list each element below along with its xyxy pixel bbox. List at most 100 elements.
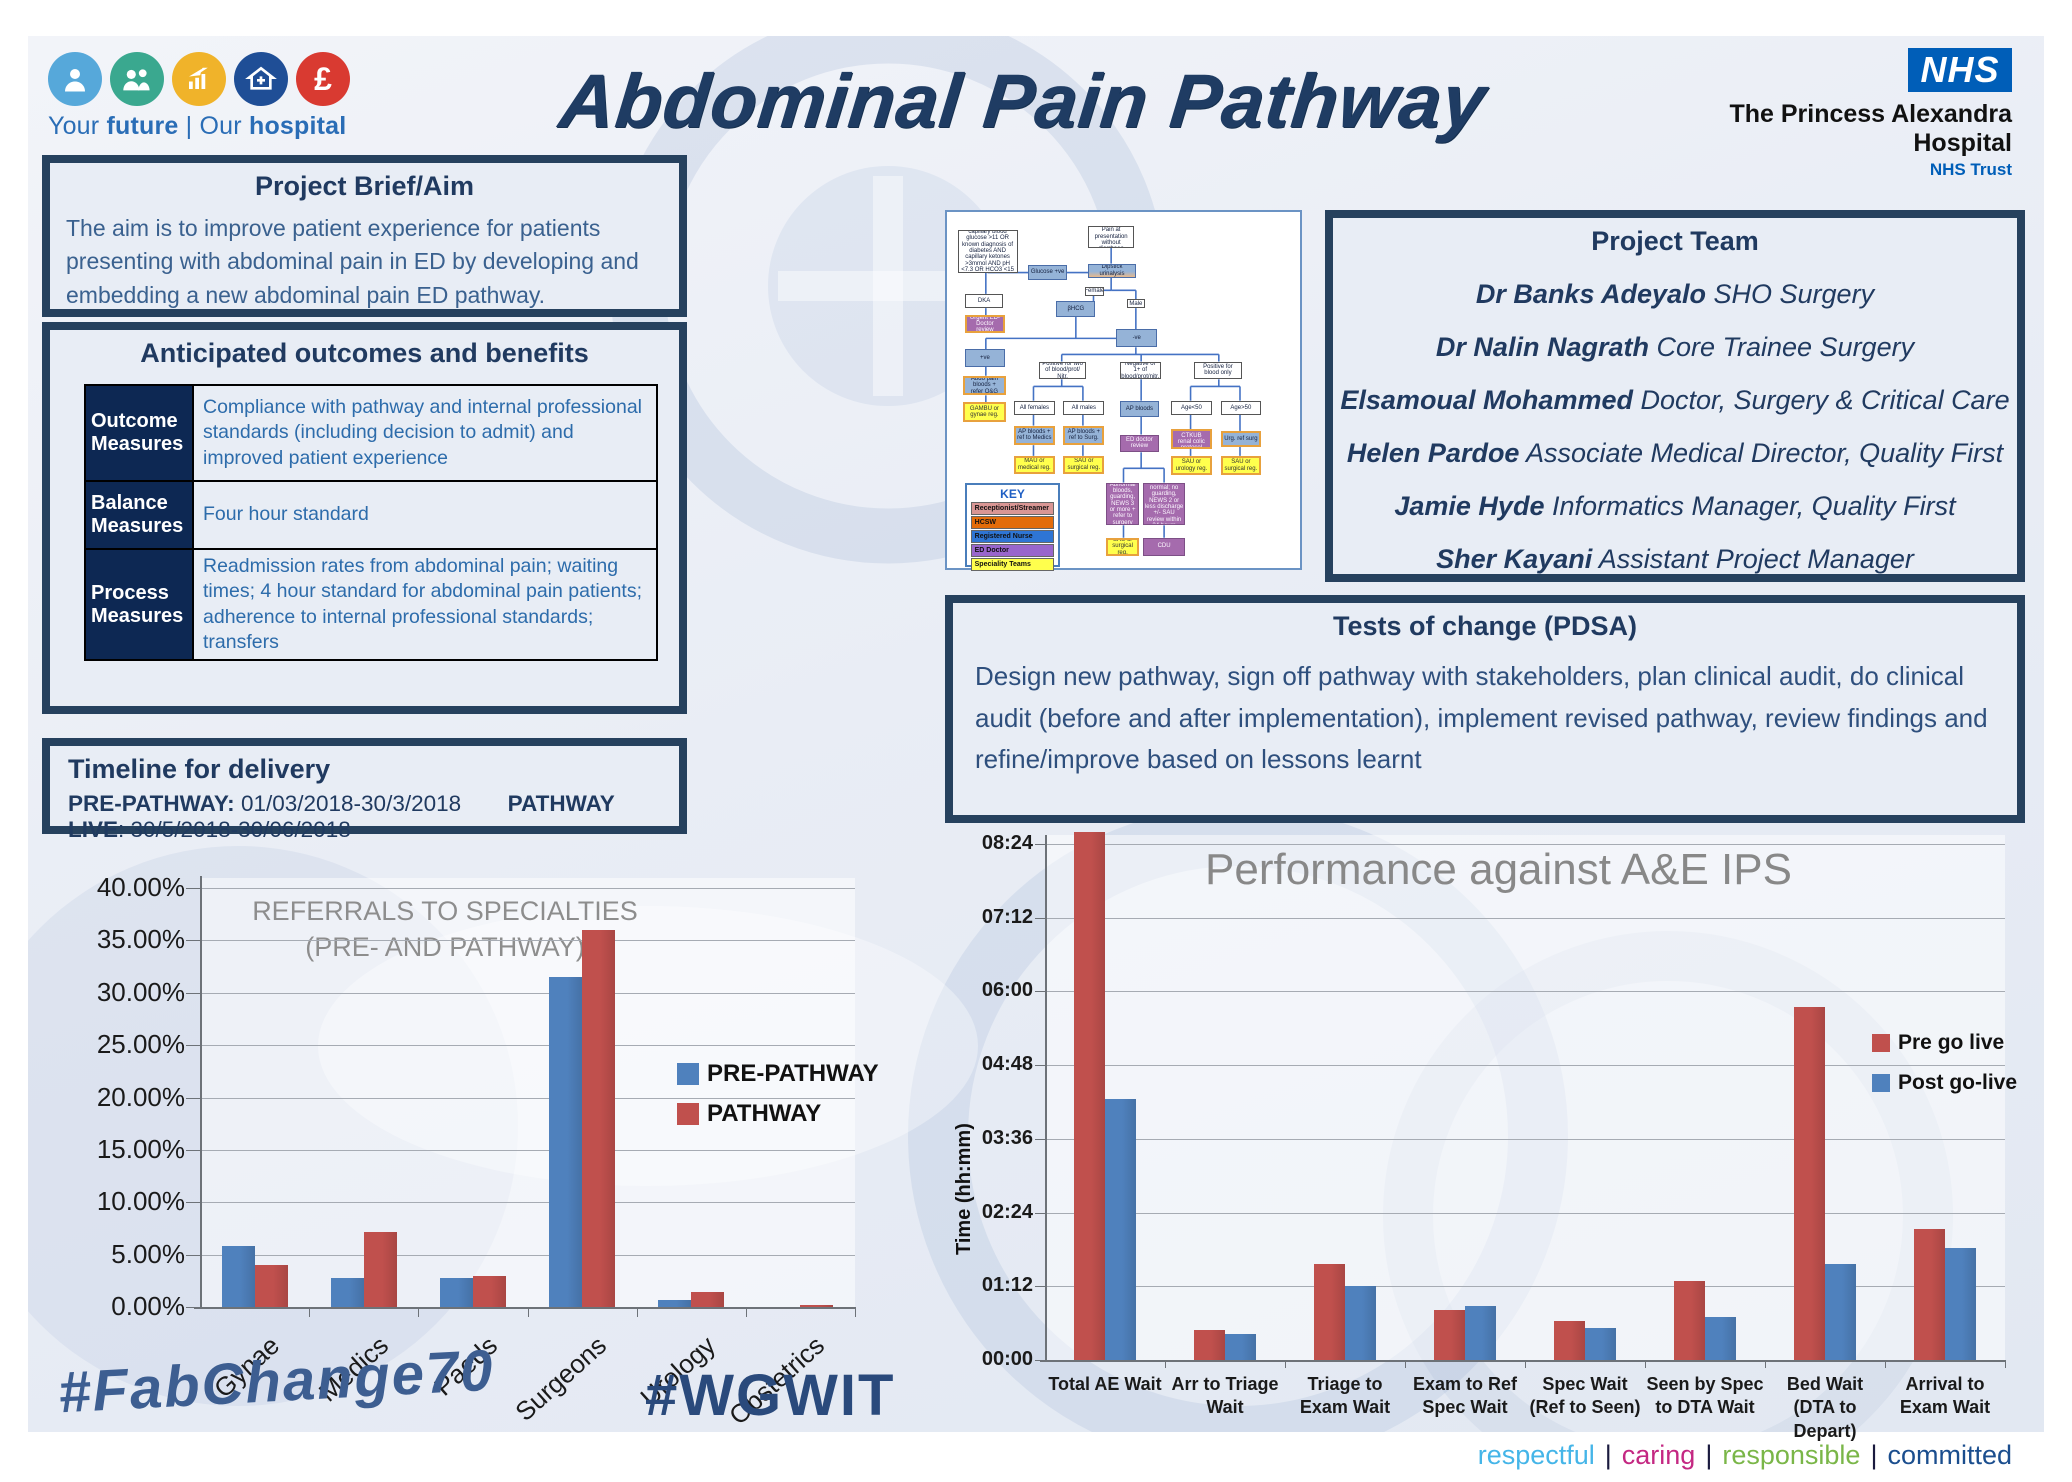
timeline-dates: PRE-PATHWAY: 01/03/2018-30/3/2018 PATHWA… <box>50 785 679 843</box>
project-brief-body: The aim is to improve patient experience… <box>66 215 639 308</box>
legend-swatch <box>677 1063 699 1085</box>
bar-post-go-live-3 <box>1465 1305 1496 1360</box>
team-member-name: Helen Pardoe <box>1346 438 1520 468</box>
tagline-hospital: hospital <box>248 112 347 140</box>
flowchart-node: MAU or medical reg. <box>1014 455 1055 474</box>
flowchart-node: ED doctor review <box>1119 434 1159 453</box>
legend-item-pre-pathway: PRE-PATHWAY <box>677 1060 879 1088</box>
flowchart-node: -ve <box>1116 329 1158 348</box>
referrals-chart: REFERRALS TO SPECIALTIES(PRE- AND PATHWA… <box>55 845 885 1431</box>
flowchart-key-row: Speciality Teams <box>970 557 1055 571</box>
x-axis-tick-mark <box>1165 1360 1166 1368</box>
pdsa-title: Tests of change (PDSA) <box>1332 611 1638 641</box>
x-axis-tick-mark <box>855 1307 856 1317</box>
trust-value-responsible: responsible <box>1722 1440 1861 1470</box>
x-axis-line <box>194 1307 855 1309</box>
nhs-org-line1: The Princess Alexandra <box>1729 100 2012 128</box>
project-brief-box: Project Brief/Aim The aim is to improve … <box>42 155 687 317</box>
y-axis-line <box>200 876 202 1307</box>
y-axis-tick-mark <box>1035 1212 1045 1214</box>
team-member-role: Doctor, Surgery & Critical Care <box>1632 385 2010 415</box>
pound-icon: £ <box>296 52 350 106</box>
y-axis-tick-mark <box>186 1097 200 1099</box>
y-axis-tick-mark <box>186 940 200 942</box>
y-axis-tick-label: 00:00 <box>981 1348 1033 1370</box>
flowchart-node: Urg. ref surg <box>1220 430 1262 447</box>
outcomes-title: Anticipated outcomes and benefits <box>140 338 589 368</box>
y-axis-tick-mark <box>1035 1065 1045 1067</box>
y-axis-tick-label: 40.00% <box>96 872 185 902</box>
x-axis-tick-mark <box>636 1307 638 1317</box>
x-axis-tick-mark <box>1885 1360 1886 1368</box>
flowchart-node: AP bloods <box>1119 400 1159 417</box>
flowchart-node: Glucose +ve <box>1028 265 1068 280</box>
gridline <box>200 940 855 942</box>
nhs-trust-label: NHS Trust <box>1929 160 2012 179</box>
flowchart-node: Age>50 <box>1220 400 1262 415</box>
timeline-pre-label: PRE-PATHWAY: <box>68 791 235 816</box>
y-axis-tick-label: 0.00% <box>111 1291 185 1321</box>
x-axis-category-label: Arrival to Exam Wait <box>1899 1374 1991 1418</box>
team-member-name: Dr Nalin Nagrath <box>1435 332 1649 362</box>
flowchart-nodes: capillary blood glucose >11 OR known dia… <box>947 212 1300 568</box>
x-axis-category-label: Spec Wait (Ref to Seen) <box>1529 1374 1641 1418</box>
team-member-role: Core Trainee Surgery <box>1648 332 1915 362</box>
flowchart-node: CDU <box>1142 537 1186 556</box>
y-axis-tick-label: 10.00% <box>96 1186 185 1217</box>
bar-post-go-live-7 <box>1945 1248 1976 1360</box>
x-axis-tick-mark <box>309 1307 311 1317</box>
flowchart-key-row: ED Doctor <box>970 543 1055 557</box>
y-axis-tick-mark <box>1035 844 1045 845</box>
flowchart-node: SAU or surgical reg. <box>1105 537 1140 556</box>
team-member: Elsamoual Mohammed Doctor, Surgery & Cri… <box>1333 385 2017 416</box>
y-axis-tick-label: 07:12 <box>981 905 1033 928</box>
bar-pathway-obstetrics <box>800 1304 834 1307</box>
y-axis-tick-label: 08:24 <box>981 832 1033 854</box>
y-axis-tick-label: 30.00% <box>96 976 185 1007</box>
x-axis-tick-mark <box>2005 1360 2006 1368</box>
team-member-role: SHO Surgery <box>1706 279 1875 309</box>
legend-label: Post go-live <box>1898 1071 2018 1094</box>
flowchart-node: Abnormal bloods, guarding, NEWS 3 or mor… <box>1105 482 1140 526</box>
table-row: Outcome Measures Compliance with pathway… <box>84 384 658 482</box>
trust-value-committed: committed <box>1887 1440 2012 1470</box>
y-axis-tick-label: 20.00% <box>96 1081 185 1112</box>
tagline-separator: | <box>185 112 193 140</box>
legend-swatch <box>1872 1034 1890 1052</box>
timeline-box: Timeline for delivery PRE-PATHWAY: 01/03… <box>42 738 687 842</box>
timeline-live-label: PATHWAY LIVE <box>68 791 615 842</box>
flowchart-node: GAMBU or gynae reg. <box>963 402 1006 423</box>
timeline-live-value: : 30/5/2018-30/06/2018 <box>118 817 351 842</box>
bar-pre-pathway-medics <box>330 1277 364 1307</box>
legend-label: PATHWAY <box>707 1100 822 1127</box>
trust-values-footer: respectful|caring|responsible|committed <box>1478 1440 2012 1471</box>
flowchart-node: Age<50 <box>1171 400 1212 415</box>
x-axis-line <box>1040 1360 2005 1362</box>
bar-pre-pathway-paeds <box>439 1277 473 1307</box>
flowchart-node: Dipstick urinalysis <box>1088 263 1136 278</box>
team-member-name: Jamie Hyde <box>1394 491 1545 521</box>
y-axis-tick-label: 25.00% <box>96 1029 185 1060</box>
bar-pre-go-live-0 <box>1074 831 1105 1360</box>
team-member-role: Associate Medical Director, Quality Firs… <box>1519 438 2004 468</box>
x-axis-category-label: Exam to Ref Spec Wait <box>1412 1374 1518 1418</box>
bar-post-go-live-6 <box>1825 1263 1856 1360</box>
flowchart-key-row: HCSW <box>970 515 1055 529</box>
flowchart-node: AP bloods + CTKUB renal colic protocol <box>1171 429 1212 449</box>
team-member-name: Dr Banks Adeyalo <box>1475 279 1707 309</box>
flowchart-node: All males <box>1063 400 1105 415</box>
x-axis-tick-mark <box>1405 1360 1406 1368</box>
y-axis-line <box>1045 835 1047 1360</box>
team-member: Dr Banks Adeyalo SHO Surgery <box>1333 279 2017 310</box>
bar-pre-pathway-surgeons <box>549 977 583 1307</box>
flowchart-node: SAU or urology reg. <box>1171 455 1212 476</box>
x-axis-tick-mark <box>1285 1360 1286 1368</box>
bar-pre-go-live-1 <box>1194 1330 1225 1360</box>
balance-measures-label: Balance Measures <box>84 480 194 550</box>
bar-pathway-urology <box>691 1292 725 1307</box>
y-axis-tick-label: 06:00 <box>981 979 1033 1002</box>
hospital-house-icon <box>234 52 288 106</box>
